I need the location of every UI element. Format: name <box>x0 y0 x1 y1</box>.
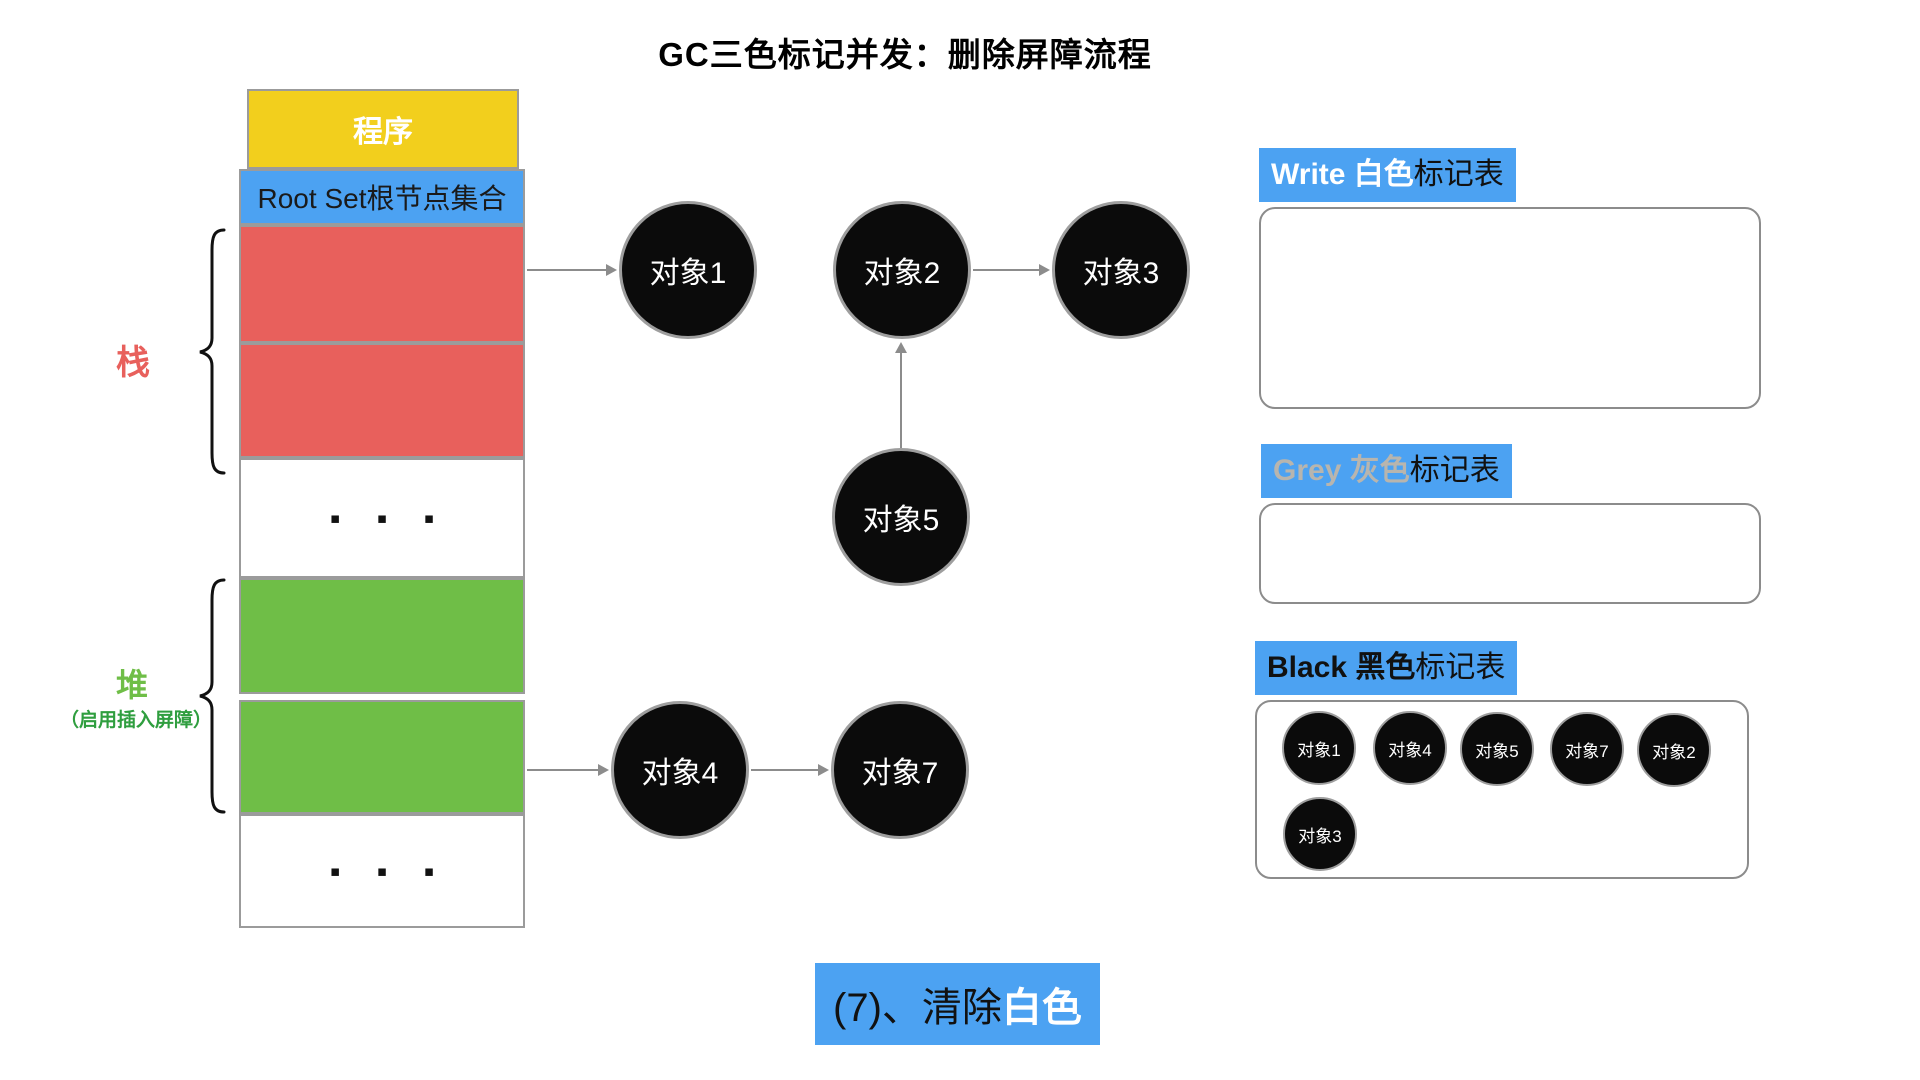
memory-ellipsis-box-1: ▪ ▪ ▪ <box>239 458 525 578</box>
black-table-node-obj7: 对象7 <box>1550 712 1624 786</box>
page-title: GC三色标记并发：删除屏障流程 <box>658 36 1152 73</box>
heap-brace <box>199 578 226 814</box>
step-caption-prefix: (7)、清除 <box>833 986 1002 1030</box>
stack-slot-1 <box>239 225 525 343</box>
node-obj5-label: 对象5 <box>862 504 940 537</box>
grey-table-header: Grey 灰色标记表 <box>1261 444 1512 498</box>
node-obj1-label: 对象1 <box>649 257 727 290</box>
node-obj5: 对象5 <box>832 448 970 586</box>
white-table-title-rest: 标记表 <box>1413 158 1504 191</box>
white-table-title-strong: Write 白色 <box>1271 158 1414 191</box>
black-table-node-obj3: 对象3 <box>1283 797 1357 871</box>
node-obj4: 对象4 <box>611 701 749 839</box>
stack-slot-2 <box>239 343 525 458</box>
node-obj7: 对象7 <box>831 701 969 839</box>
ellipsis-dots: ▪ ▪ ▪ <box>329 509 451 527</box>
white-table-box <box>1259 207 1761 409</box>
stack-brace <box>199 228 226 475</box>
black-table-node-obj2: 对象2 <box>1637 713 1711 787</box>
black-table-box: 对象1 对象4 对象5 对象7 对象2 对象3 <box>1255 700 1749 879</box>
root-set-box: Root Set根节点集合 <box>239 169 525 225</box>
node-obj2: 对象2 <box>833 201 971 339</box>
grey-table-box <box>1259 503 1761 604</box>
root-set-label: Root Set根节点集合 <box>257 183 507 214</box>
arrow-obj5-to-obj2 <box>895 342 907 448</box>
black-table-header: Black 黑色标记表 <box>1255 641 1518 695</box>
heap-slot-1 <box>239 578 525 694</box>
heap-label: 堆 <box>116 667 149 703</box>
black-table-node-obj4: 对象4 <box>1373 711 1447 785</box>
program-label: 程序 <box>353 116 413 149</box>
node-obj3-label: 对象3 <box>1082 257 1160 290</box>
black-table-node-label: 对象5 <box>1475 741 1519 761</box>
black-table-node-obj1: 对象1 <box>1282 711 1356 785</box>
arrow-heap-to-obj4 <box>527 764 609 776</box>
program-box: 程序 <box>247 89 519 169</box>
black-table-title-rest: 标记表 <box>1415 651 1506 684</box>
arrow-obj4-to-obj7 <box>751 764 829 776</box>
grey-table-title-rest: 标记表 <box>1409 454 1500 487</box>
white-table-header: Write 白色标记表 <box>1259 148 1516 202</box>
black-table-node-label: 对象7 <box>1565 741 1609 761</box>
grey-table-title-strong: Grey 灰色 <box>1273 454 1410 487</box>
black-table-node-label: 对象3 <box>1298 826 1342 846</box>
stack-label: 栈 <box>116 344 150 382</box>
node-obj3: 对象3 <box>1052 201 1190 339</box>
heap-note: （启用插入屏障） <box>60 710 213 731</box>
memory-ellipsis-box-2: ▪ ▪ ▪ <box>239 814 525 928</box>
heap-slot-2 <box>239 700 525 814</box>
step-caption-highlight: 白色 <box>1001 986 1082 1030</box>
arrow-obj2-to-obj3 <box>973 264 1050 276</box>
node-obj7-label: 对象7 <box>861 757 939 790</box>
ellipsis-dots: ▪ ▪ ▪ <box>329 862 451 880</box>
black-table-node-label: 对象4 <box>1388 740 1432 760</box>
black-table-node-label: 对象2 <box>1652 742 1696 762</box>
step-caption: (7)、清除白色 <box>815 963 1100 1045</box>
node-obj2-label: 对象2 <box>863 257 941 290</box>
black-table-node-label: 对象1 <box>1297 740 1341 760</box>
black-table-node-obj5: 对象5 <box>1460 712 1534 786</box>
black-table-title-strong: Black 黑色 <box>1267 651 1416 684</box>
node-obj4-label: 对象4 <box>641 757 719 790</box>
arrow-rootset-to-obj1 <box>527 264 617 276</box>
node-obj1: 对象1 <box>619 201 757 339</box>
